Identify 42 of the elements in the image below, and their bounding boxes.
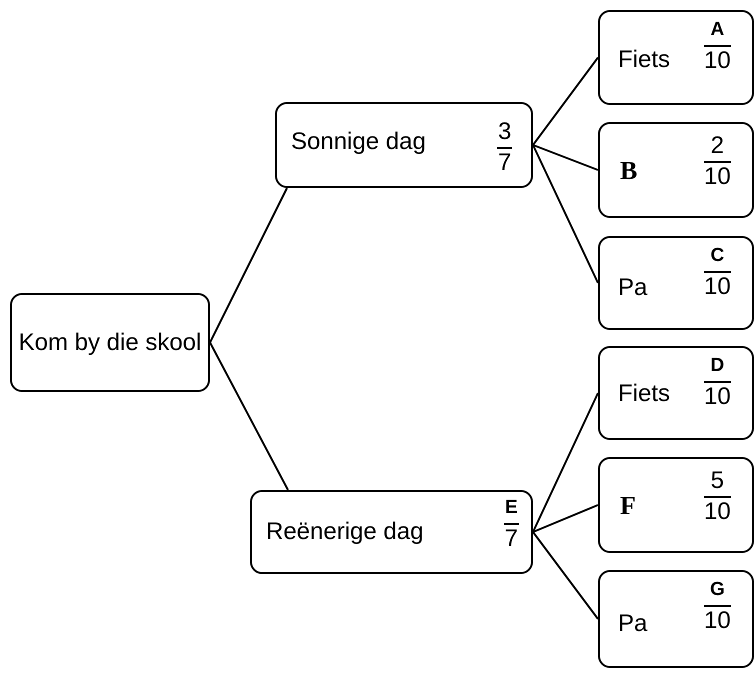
fraction-numerator: D [704, 352, 731, 382]
branch-line [532, 531, 599, 620]
branch-label: B [620, 156, 638, 186]
branch-line [209, 342, 289, 490]
fraction-numerator: 2 [704, 132, 731, 163]
fraction-numerator: E [504, 494, 519, 524]
rounded-box [598, 236, 754, 330]
branch-line [532, 144, 598, 171]
fraction-numerator: 5 [704, 467, 731, 498]
branch-label: Reënerige dag [266, 518, 424, 546]
rounded-box [275, 102, 533, 188]
branch-label: Fiets [618, 380, 670, 408]
rounded-box [598, 457, 754, 553]
branch-line [209, 188, 288, 343]
rounded-box [598, 10, 754, 105]
rounded-box [598, 122, 754, 218]
branch-label: Sonnige dag [291, 128, 426, 156]
fraction-numerator: A [704, 16, 731, 46]
rounded-box [598, 570, 754, 668]
fraction-numerator: G [704, 576, 731, 606]
fraction-denominator: 10 [704, 606, 731, 636]
branch-line [532, 392, 599, 532]
branch-label: Fiets [618, 46, 670, 74]
fraction-denominator: 10 [704, 162, 731, 192]
fraction-denominator: 10 [704, 46, 731, 76]
branch-line [532, 504, 598, 533]
fraction-denominator: 7 [504, 524, 519, 554]
branch-label: Pa [618, 610, 648, 638]
fraction-numerator: C [704, 242, 731, 272]
fraction-denominator: 10 [704, 272, 731, 302]
branch-line [532, 56, 599, 146]
branch-label: F [620, 491, 636, 521]
branch-label: Pa [618, 274, 648, 302]
fraction-denominator: 10 [704, 382, 731, 412]
branch-line [532, 144, 599, 284]
rounded-box [250, 490, 533, 574]
rounded-box [598, 346, 754, 440]
box-label: Kom by die skool [18, 328, 202, 356]
fraction-numerator: 3 [497, 118, 512, 149]
rounded-box [10, 293, 210, 392]
fraction-denominator: 10 [704, 498, 731, 527]
fraction-denominator: 7 [497, 148, 512, 178]
